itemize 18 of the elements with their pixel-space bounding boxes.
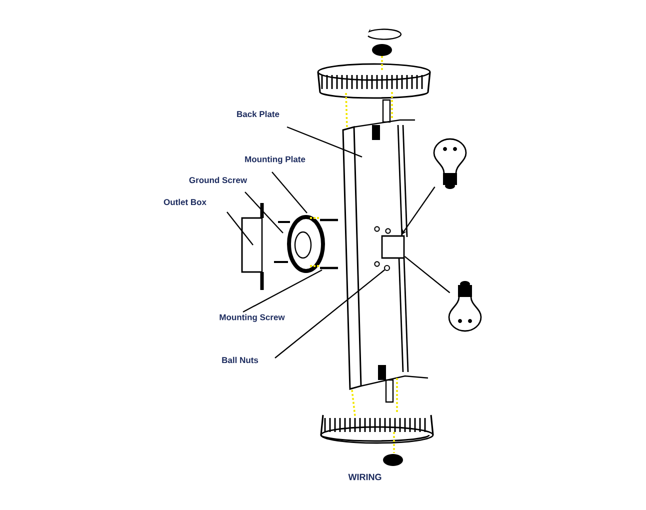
part-label: Mounting Plate (245, 156, 306, 164)
part-label: Mounting Screw (220, 314, 285, 322)
leader-line (244, 192, 284, 234)
socket-box (381, 235, 405, 259)
leader-line (242, 269, 322, 313)
bulb-icon (433, 138, 467, 189)
part-label: Ball Nuts (222, 356, 258, 364)
bulb-icon (448, 281, 482, 332)
part-label: Outlet Box (164, 198, 206, 206)
leader-line (274, 269, 385, 358)
part-label: Ground Screw (189, 176, 248, 184)
ball-nut (384, 264, 390, 272)
caption: WIRING (348, 474, 382, 480)
leader-line (226, 212, 254, 246)
part-label: Back Plate (237, 110, 280, 118)
leader-line (286, 126, 362, 158)
leader-line (404, 256, 450, 294)
leader-line (272, 172, 308, 214)
